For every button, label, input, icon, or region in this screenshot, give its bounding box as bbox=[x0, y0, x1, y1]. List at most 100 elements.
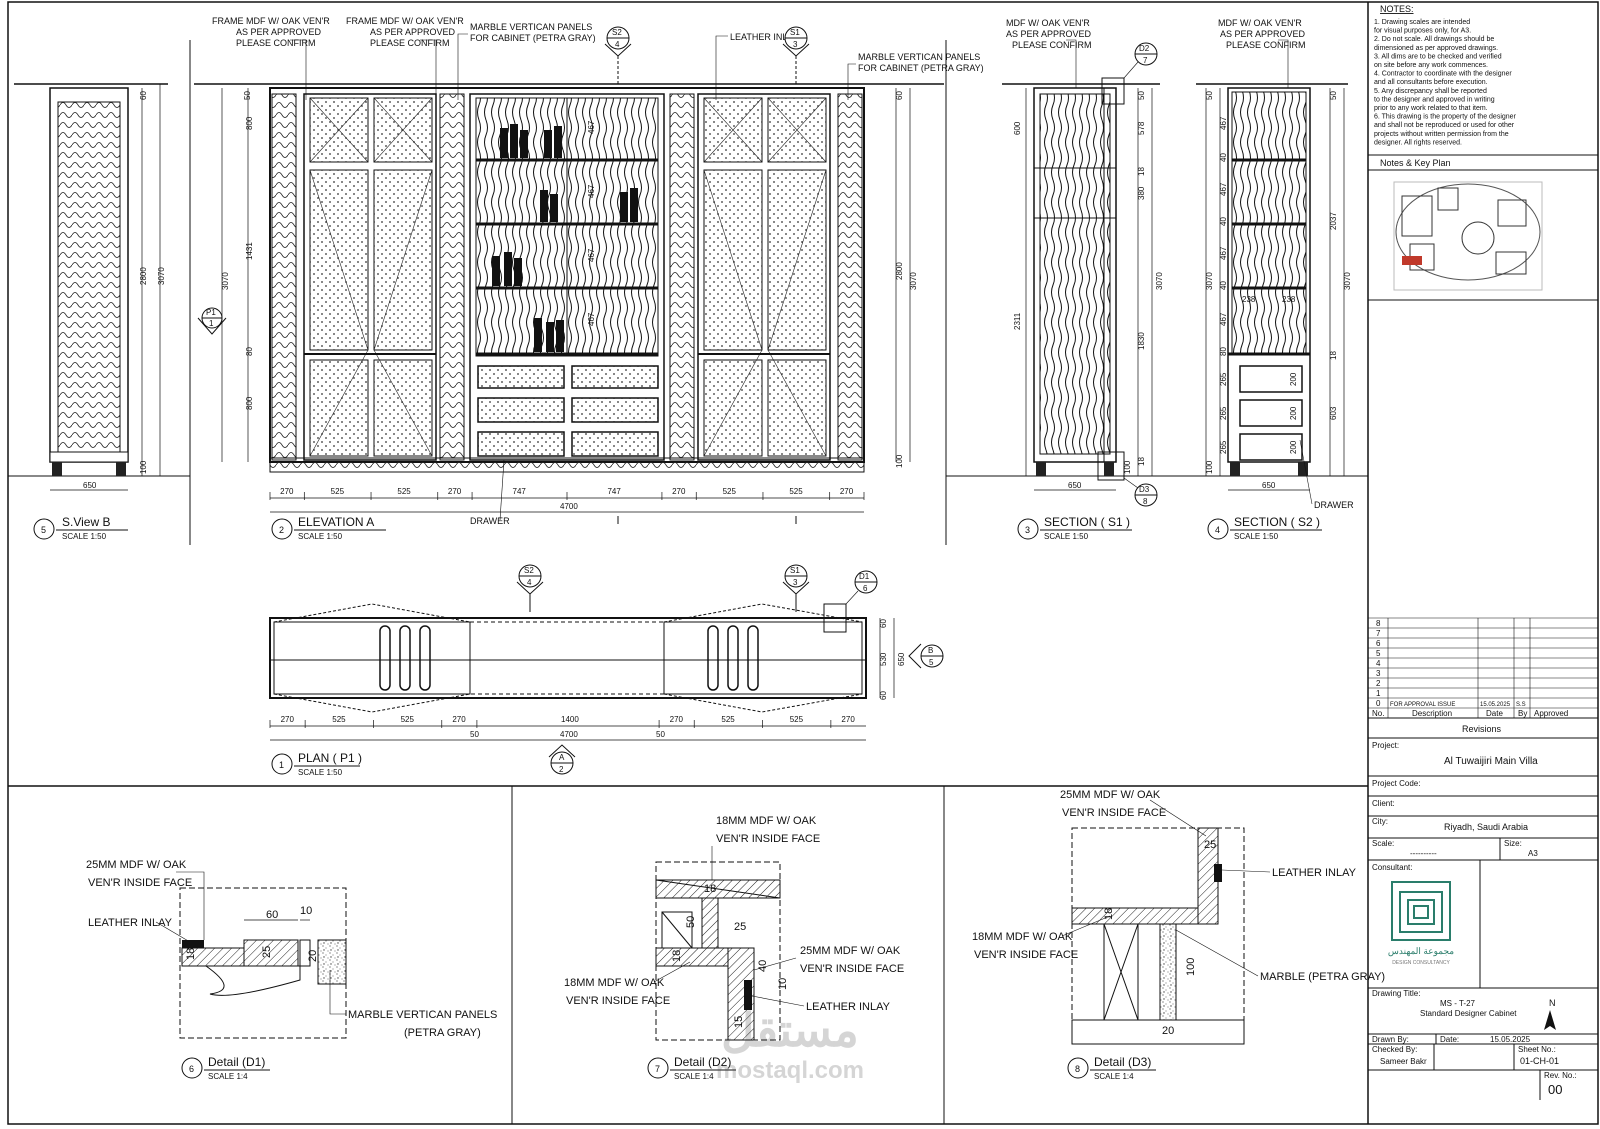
d1-title: Detail (D1) bbox=[208, 1055, 265, 1069]
sview-title: S.View B bbox=[62, 515, 110, 529]
project-label: Project: bbox=[1372, 741, 1399, 750]
dim-plan-right-a: 60 bbox=[879, 619, 888, 628]
size-value: A3 bbox=[1528, 849, 1538, 858]
dwg-title-1: MS - T-27 bbox=[1440, 999, 1476, 1008]
dim-elev-seg: 270 bbox=[672, 487, 686, 496]
d2-mdf18-2: VEN'R INSIDE FACE bbox=[716, 833, 820, 845]
rev-head: By bbox=[1518, 709, 1527, 718]
dim-s2-right-b: 603 bbox=[1329, 406, 1338, 420]
plan-tag-a-bottom: 2 bbox=[559, 765, 564, 774]
dim-elev-seg: 747 bbox=[513, 487, 527, 496]
dim-s1-s2: 18 bbox=[1137, 457, 1146, 466]
dim-sview-total: 3070 bbox=[157, 267, 166, 285]
s1-callout-1: MDF W/ OAK VEN'R bbox=[1006, 18, 1090, 28]
elev-num: 2 bbox=[279, 525, 284, 535]
dim-plan-seg: 525 bbox=[790, 715, 804, 724]
dim-s2-total-left: 3070 bbox=[1205, 272, 1214, 290]
s1-callout-2: AS PER APPROVED bbox=[1006, 29, 1092, 39]
plan-num: 1 bbox=[279, 760, 284, 770]
d3-title: Detail (D3) bbox=[1094, 1055, 1151, 1069]
dim-s2-s2: 18 bbox=[1329, 351, 1338, 360]
d2-dim-25: 25 bbox=[734, 921, 746, 933]
city-label: City: bbox=[1372, 817, 1388, 826]
d2-title: Detail (D2) bbox=[674, 1055, 731, 1069]
scale-value: ---------- bbox=[1410, 849, 1437, 858]
sview-num: 5 bbox=[41, 525, 46, 535]
plan-tag-s1-top: S1 bbox=[790, 566, 800, 575]
notes-header: NOTES: bbox=[1380, 4, 1414, 14]
rev-value: 00 bbox=[1548, 1082, 1562, 1097]
d3-mdf25-1: 25MM MDF W/ OAK bbox=[1060, 789, 1161, 801]
callout-marble-2: FOR CABINET (PETRA GRAY) bbox=[858, 63, 984, 73]
dim-elev-seg: 270 bbox=[280, 487, 294, 496]
dim-s1-right-b: 380 bbox=[1137, 186, 1146, 200]
dwg-title-label: Drawing Title: bbox=[1372, 989, 1420, 998]
dim-elev-left: 1431 bbox=[245, 242, 254, 260]
watermark: مستقل mostaql.com bbox=[716, 1004, 864, 1084]
d1-dim-25: 25 bbox=[261, 946, 273, 958]
rev-head: Description bbox=[1412, 709, 1452, 718]
dim-s2-left: 40 bbox=[1219, 217, 1228, 226]
d2-mdf25-2: VEN'R INSIDE FACE bbox=[800, 963, 904, 975]
dim-s1-right-a: 578 bbox=[1137, 121, 1146, 135]
dim-s2-s0: 50 bbox=[1205, 91, 1214, 100]
logo-arabic: مجموعة المهندس bbox=[1388, 946, 1454, 957]
d2-scale: SCALE 1:4 bbox=[674, 1072, 714, 1081]
dim-s1-right-c: 1830 bbox=[1137, 332, 1146, 350]
date-value: 15.05.2025 bbox=[1490, 1035, 1531, 1044]
dim-plan-seg: 525 bbox=[401, 715, 415, 724]
elev-drawer-label: DRAWER bbox=[470, 516, 510, 526]
dim-elev-top-left: 50 bbox=[243, 91, 252, 100]
dim-elev-seg: 270 bbox=[448, 487, 462, 496]
dim-s2-w: 650 bbox=[1262, 481, 1276, 490]
dim-s2-s1: 50 bbox=[1329, 91, 1338, 100]
dim-s1-s3: 100 bbox=[1123, 460, 1132, 474]
date-label: Date: bbox=[1440, 1035, 1459, 1044]
keyplan-label: Notes & Key Plan bbox=[1380, 158, 1451, 168]
sheet-border bbox=[7, 1, 1599, 1125]
d1-dim-18: 18 bbox=[185, 948, 197, 960]
d2-mdf18-1: 18MM MDF W/ OAK bbox=[716, 815, 817, 827]
note-line: 3. All dims are to be checked and verifi… bbox=[1374, 53, 1502, 60]
dim-elev-total: 4700 bbox=[560, 502, 578, 511]
dim-plan-seg: 270 bbox=[670, 715, 684, 724]
d3-mdf25-2: VEN'R INSIDE FACE bbox=[1062, 807, 1166, 819]
dim-s2-drw-b: 200 bbox=[1289, 406, 1298, 420]
rev-head: Approved bbox=[1534, 709, 1568, 718]
tag-s2-bottom: 4 bbox=[615, 40, 620, 49]
dim-s1-total: 3070 bbox=[1155, 272, 1164, 290]
dim-s2-s3: 100 bbox=[1205, 460, 1214, 474]
section-s1: 650 600 2311 578 380 1830 3070 50 18 18 … bbox=[1002, 18, 1164, 541]
note-line: dimensioned as per approved drawings. bbox=[1374, 45, 1498, 52]
leader-line bbox=[715, 35, 728, 100]
s1-callout-3: PLEASE CONFIRM bbox=[1012, 40, 1092, 50]
callout-marble-1: FOR CABINET (PETRA GRAY) bbox=[470, 33, 596, 43]
d2-mdf25-1: 25MM MDF W/ OAK bbox=[800, 945, 901, 957]
plan-tag-d1-top: D1 bbox=[859, 572, 870, 581]
dim-elev-left-total: 3070 bbox=[221, 272, 230, 290]
consultant-label: Consultant: bbox=[1372, 863, 1412, 872]
rev-row-no: 4 bbox=[1376, 659, 1381, 668]
callout-frame-mdf-1: AS PER APPROVED bbox=[236, 27, 322, 37]
note-line: 6. This drawing is the property of the d… bbox=[1374, 114, 1517, 121]
dim-s2-left: 467 bbox=[1219, 116, 1228, 130]
dim-plan-total: 4700 bbox=[560, 730, 578, 739]
dim-plan-end-b: 50 bbox=[656, 730, 665, 739]
note-line: 5. Any discrepancy shall be reported bbox=[1374, 88, 1487, 95]
dim-s2-left: 265 bbox=[1219, 406, 1228, 420]
note-line: on site before any work commences. bbox=[1374, 62, 1488, 69]
dim-plan-right-d: 650 bbox=[897, 652, 906, 666]
dim-elev-seg: 525 bbox=[397, 487, 411, 496]
s1-num: 3 bbox=[1025, 525, 1030, 535]
plan-tag-a-top: A bbox=[559, 753, 565, 762]
d1-mdf-1: 25MM MDF W/ OAK bbox=[86, 859, 187, 871]
dim-s2-right-a: 2037 bbox=[1329, 212, 1338, 230]
dim-sview-h: 2800 bbox=[139, 267, 148, 285]
rev-row-no: 7 bbox=[1376, 629, 1381, 638]
d3-num: 8 bbox=[1075, 1064, 1080, 1074]
project-code-label: Project Code: bbox=[1372, 779, 1420, 788]
d3-dim-20: 20 bbox=[1162, 1025, 1174, 1037]
note-line: designer. All rights reserved. bbox=[1374, 139, 1462, 146]
